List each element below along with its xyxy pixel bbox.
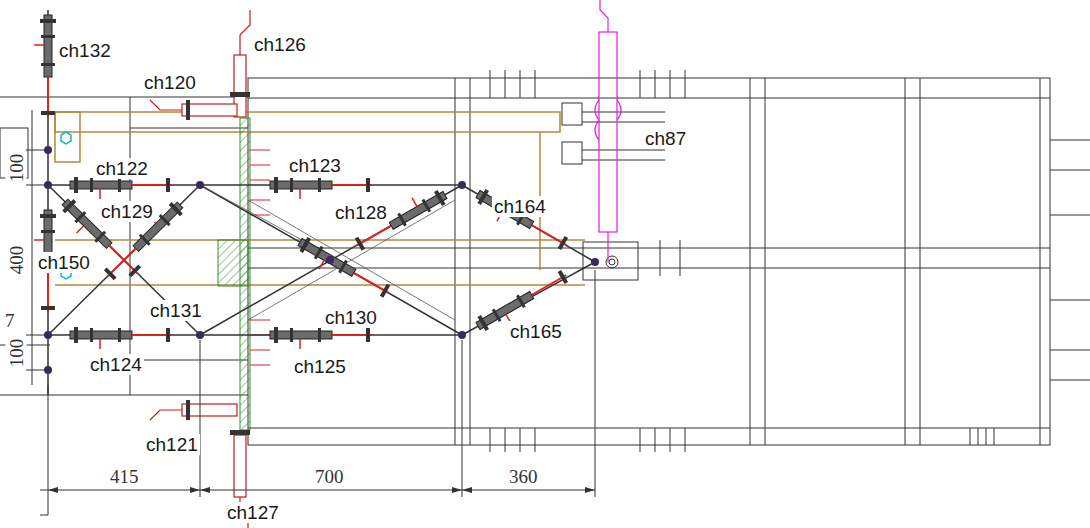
part-label: ch128: [333, 202, 389, 223]
dimension-value: 7: [3, 310, 17, 331]
part-label: ch123: [287, 155, 343, 176]
part-label: ch124: [88, 354, 144, 375]
part-label: ch132: [57, 40, 113, 61]
part-label: ch165: [508, 321, 564, 342]
part-label: ch122: [94, 158, 150, 179]
dimension-value: 700: [313, 466, 346, 487]
part-label: ch125: [292, 356, 348, 377]
part-label: ch121: [144, 434, 200, 455]
part-label: ch130: [323, 307, 379, 328]
part-label: ch131: [148, 300, 204, 321]
dimension-value: 100: [6, 337, 27, 370]
part-label: ch127: [225, 502, 281, 523]
part-label: ch87: [643, 128, 688, 149]
dimension-value: 415: [108, 466, 141, 487]
part-label: ch120: [142, 72, 198, 93]
part-label: ch164: [492, 196, 548, 217]
dimension-value: 100: [6, 152, 27, 185]
dimension-value: 400: [6, 244, 27, 277]
part-label: ch129: [99, 201, 155, 222]
part-label: ch126: [252, 34, 308, 55]
part-label: ch150: [36, 252, 92, 273]
dimension-value: 360: [507, 466, 540, 487]
